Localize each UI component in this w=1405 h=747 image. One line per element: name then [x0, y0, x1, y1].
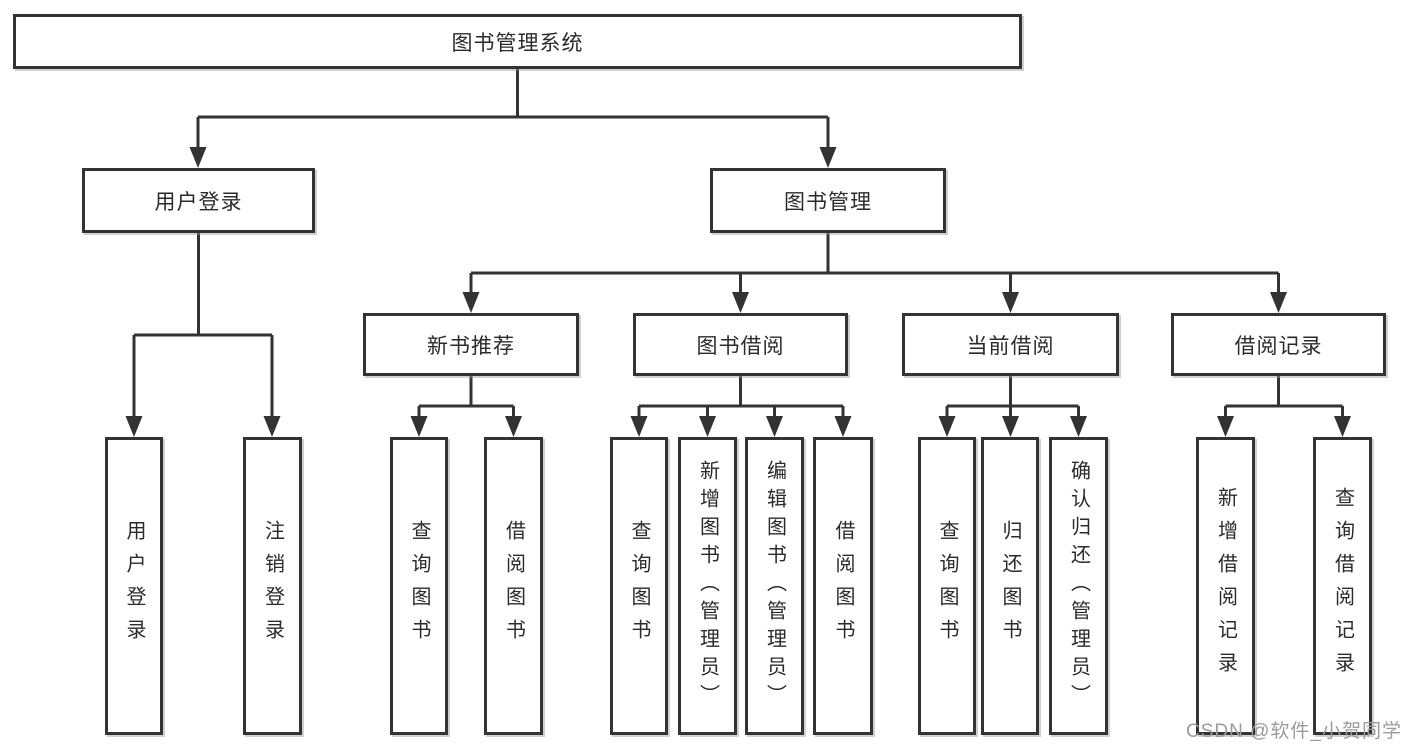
node-current-borrowing: 当前借阅 — [902, 313, 1119, 376]
leaf-label: 查询图书 — [408, 520, 430, 652]
node-user-login: 用户登录 — [82, 168, 315, 233]
connector-borrowing-records-to-leaves — [1217, 376, 1351, 437]
leaf-logout: 注销登录 — [243, 437, 302, 735]
leaf-edit-books-admin: 编辑图书（管理员） — [745, 437, 804, 735]
watermark: CSDN @软件_小贺同学 — [1186, 721, 1402, 742]
arrowhead — [1002, 292, 1019, 313]
leaf-query-books-current: 查询图书 — [918, 437, 976, 735]
node-borrowing-records: 借阅记录 — [1171, 313, 1386, 376]
leaf-label: 注销登录 — [261, 520, 284, 652]
leaf-query-borrow-record: 查询借阅记录 — [1313, 437, 1372, 735]
leaf-query-books-recommend: 查询图书 — [390, 437, 448, 735]
arrowhead — [819, 147, 837, 168]
arrowhead — [834, 416, 852, 437]
leaf-borrow-books-borrowing: 借阅图书 — [813, 437, 873, 735]
arrowhead — [630, 416, 648, 437]
connector-new-book-recommendation-to-leaves — [410, 376, 522, 437]
leaf-user-login: 用户登录 — [105, 437, 163, 735]
node-label: 图书借阅 — [696, 334, 785, 358]
connector-book-management-to-level3 — [462, 233, 1287, 313]
arrowhead — [263, 416, 281, 437]
leaf-label: 确认归还（管理员） — [1067, 460, 1090, 712]
connector-book-borrowing-to-leaves — [630, 376, 852, 437]
arrowhead — [1002, 416, 1019, 437]
node-label: 当前借阅 — [966, 334, 1055, 358]
arrowhead — [699, 416, 716, 437]
arrowhead — [938, 416, 956, 437]
leaf-add-borrow-record: 新增借阅记录 — [1196, 437, 1255, 735]
node-book-borrowing: 图书借阅 — [633, 313, 848, 376]
arrowhead — [189, 147, 207, 168]
arrowhead — [505, 416, 522, 437]
arrowhead — [410, 416, 428, 437]
arrowhead — [766, 416, 783, 437]
leaf-label: 编辑图书（管理员） — [763, 460, 786, 712]
leaf-label: 归还图书 — [999, 520, 1021, 652]
node-book-management: 图书管理 — [710, 168, 946, 233]
node-new-book-recommendation: 新书推荐 — [363, 313, 579, 376]
node-label: 新书推荐 — [427, 334, 515, 358]
arrowhead — [1217, 416, 1234, 437]
node-label: 用户登录 — [154, 190, 243, 214]
leaf-label: 用户登录 — [123, 520, 145, 652]
leaf-return-books: 归还图书 — [981, 437, 1039, 735]
node-label: 借阅记录 — [1234, 334, 1323, 358]
leaf-borrow-books-recommend: 借阅图书 — [484, 437, 543, 735]
node-label: 图书管理 — [784, 190, 872, 214]
node-library-management-system: 图书管理系统 — [13, 14, 1022, 69]
connector-user-login-to-leaves — [125, 233, 281, 437]
leaf-label: 查询图书 — [628, 520, 650, 652]
leaf-label: 新增图书（管理员） — [696, 460, 719, 712]
leaf-label: 查询借阅记录 — [1331, 487, 1354, 685]
node-label: 图书管理系统 — [451, 31, 584, 55]
arrowhead — [732, 292, 749, 313]
leaf-add-books-admin: 新增图书（管理员） — [678, 437, 737, 735]
arrowhead — [1270, 292, 1287, 313]
arrowhead — [1334, 416, 1351, 437]
connector-root-to-level2 — [189, 69, 837, 168]
leaf-query-books-borrowing: 查询图书 — [610, 437, 668, 735]
leaf-label: 借阅图书 — [832, 520, 854, 652]
arrowhead — [1070, 416, 1087, 437]
leaf-label: 借阅图书 — [502, 520, 525, 652]
connector-current-borrowing-to-leaves — [938, 376, 1087, 437]
arrowhead — [462, 292, 480, 313]
arrowhead — [125, 416, 143, 437]
leaf-confirm-return-admin: 确认归还（管理员） — [1049, 437, 1108, 735]
leaf-label: 查询图书 — [936, 520, 958, 652]
leaf-label: 新增借阅记录 — [1214, 487, 1237, 685]
